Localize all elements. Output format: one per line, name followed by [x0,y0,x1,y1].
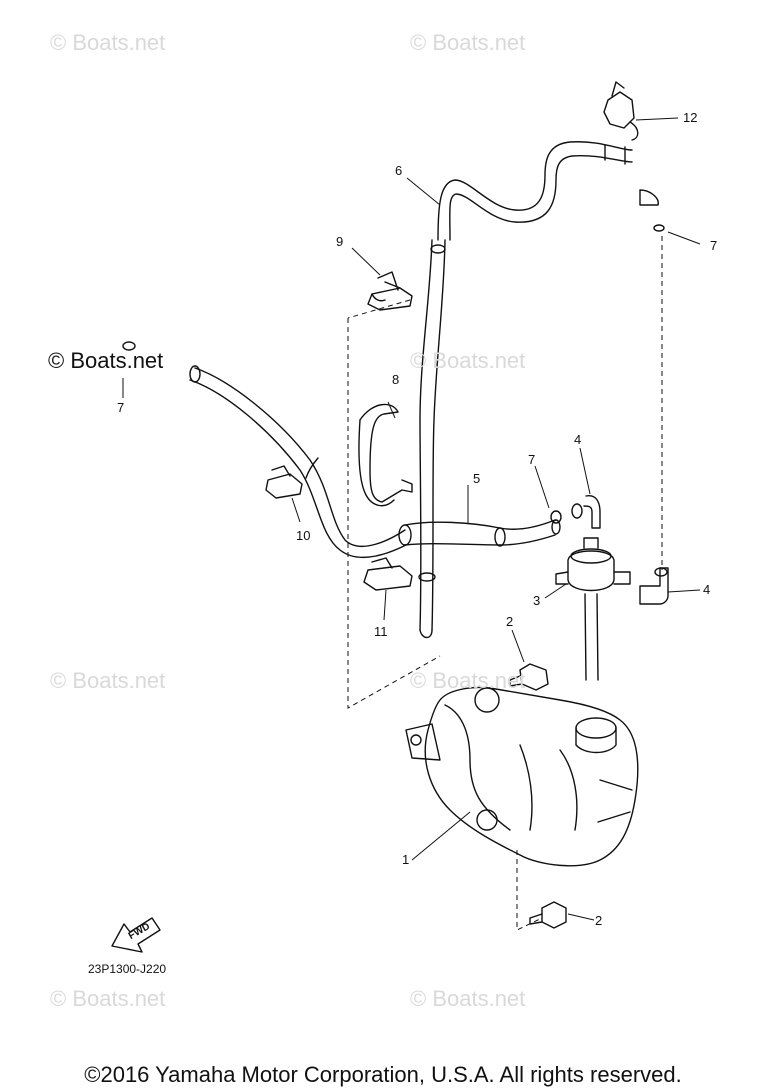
hose-5 [398,519,561,547]
clamp-10 [265,465,303,499]
bolt-2-bottom [529,901,567,929]
callout-4: 4 [574,432,582,447]
rings-7 [122,224,665,524]
callout-4: 4 [703,582,711,597]
valve-3 [555,537,631,681]
watermark: © Boats.net [48,348,164,373]
leader-lines [122,117,701,921]
callout-2: 2 [506,614,514,629]
callout-7: 7 [117,400,125,415]
fitting-4-right [639,567,669,605]
watermark: © Boats.net [50,986,166,1011]
bolt-2-top [509,663,549,691]
callout-9: 9 [336,234,344,249]
vertical-pipe [418,239,446,639]
callout-10: 10 [296,528,311,543]
callout-7: 7 [528,452,536,467]
watermark: © Boats.net [410,986,526,1011]
watermark: © Boats.net [50,30,166,55]
bracket-8 [358,403,413,507]
callout-6: 6 [395,163,403,178]
watermark: © Boats.net [410,668,526,693]
callout-7: 7 [710,238,718,253]
fitting-4-top [571,495,601,529]
callout-11: 11 [374,624,388,639]
fwd-arrow [111,917,161,953]
callout-3: 3 [533,593,541,608]
clip-11 [363,557,413,591]
callout-1: 1 [402,852,410,867]
watermark: © Boats.net [410,348,526,373]
callout-2: 2 [595,913,603,928]
dashed-lines [347,236,663,931]
hose-6 [437,141,659,241]
clip-9 [367,271,413,311]
diagram-code: 23P1300-J220 [88,962,167,976]
callout-5: 5 [473,471,481,486]
watermark: © Boats.net [410,30,526,55]
callout-12: 12 [683,110,698,125]
hose-left [189,365,407,559]
callout-8: 8 [392,372,400,387]
copyright-notice: ©2016 Yamaha Motor Corporation, U.S.A. A… [84,1062,682,1087]
oil-tank-1 [405,686,639,867]
watermark: © Boats.net [50,668,166,693]
clip-12 [603,81,639,141]
